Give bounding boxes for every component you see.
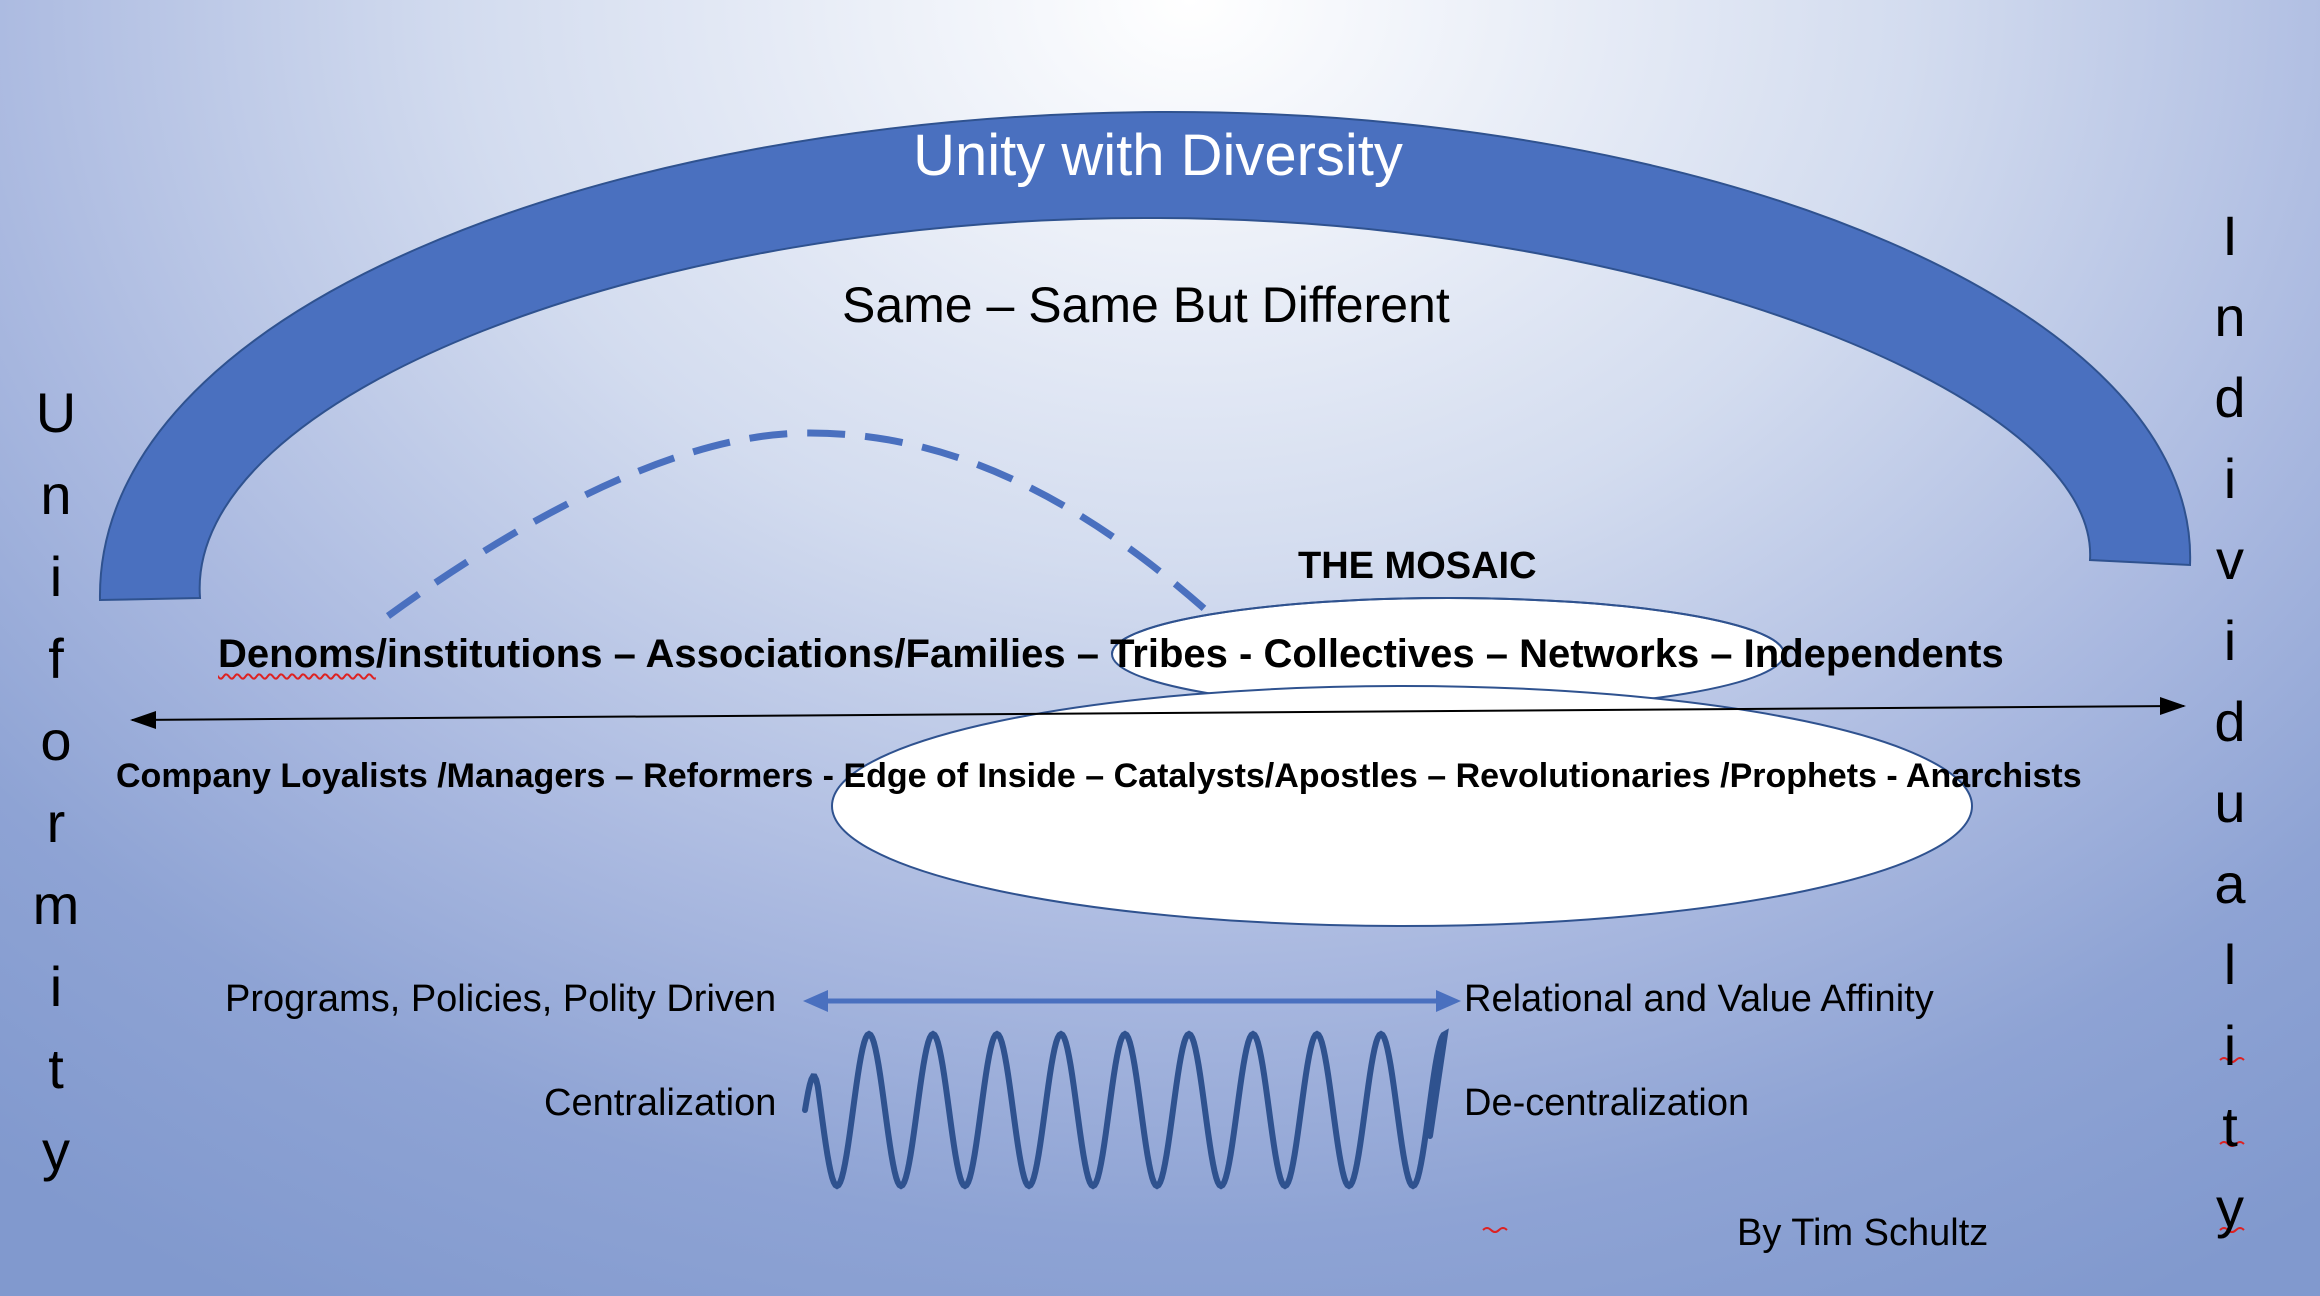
individuality-letter: l — [2223, 933, 2237, 996]
individuality-letter: v — [2216, 528, 2244, 591]
diagram-subtitle: Same – Same But Different — [842, 277, 1450, 333]
structure-spectrum-rest: /institutions – Associations/Families – … — [375, 632, 2004, 676]
uniformity-letter: r — [46, 791, 66, 854]
relational-label: Relational and Value Affinity — [1464, 978, 1934, 1020]
spectrum-arrow — [131, 705, 2185, 721]
decentralization-label: De-centralization — [1464, 1082, 1750, 1124]
centralization-label: Centralization — [544, 1082, 777, 1124]
structure-spectrum-text: Denoms/institutions – Associations/Famil… — [218, 632, 2004, 677]
mosaic-label: THE MOSAIC — [1298, 545, 1537, 587]
unity-arch — [98, 110, 2192, 602]
uniformity-letter: t — [48, 1037, 64, 1100]
individuality-letter: n — [2214, 285, 2246, 348]
individuality-letter: a — [2214, 852, 2246, 915]
individuality-letter: d — [2214, 366, 2246, 429]
individuality-letter: u — [2214, 771, 2246, 834]
role-spectrum-text: Company Loyalists /Managers – Reformers … — [116, 757, 2082, 795]
author-credit: By Tim Schultz — [1737, 1212, 1989, 1254]
uniformity-letter: n — [40, 463, 72, 526]
individuality-letter: I — [2222, 204, 2238, 267]
uniformity-letter: y — [42, 1119, 70, 1182]
centralization-wave — [802, 1028, 1449, 1190]
individuality-letter: t — [2222, 1095, 2238, 1158]
denoms-word: Denoms — [218, 632, 376, 676]
uniformity-letter: m — [32, 873, 80, 936]
diagram-title: Unity with Diversity — [913, 123, 1403, 188]
dashed-curve — [385, 429, 1211, 619]
individuality-letter: i — [2223, 1014, 2237, 1077]
uniformity-letter: f — [48, 627, 64, 690]
individuality-letter: i — [2223, 609, 2237, 672]
uniformity-letter: o — [40, 709, 72, 772]
individuality-letter: d — [2214, 690, 2246, 753]
individuality-letter: i — [2223, 447, 2237, 510]
mosaic-ellipse-large — [831, 685, 1973, 927]
uniformity-letter: i — [49, 955, 63, 1018]
uniformity-letter: i — [49, 545, 63, 608]
uniformity-letter: U — [35, 381, 77, 444]
programs-label: Programs, Policies, Polity Driven — [225, 978, 777, 1020]
individuality-letter: y — [2216, 1176, 2244, 1239]
